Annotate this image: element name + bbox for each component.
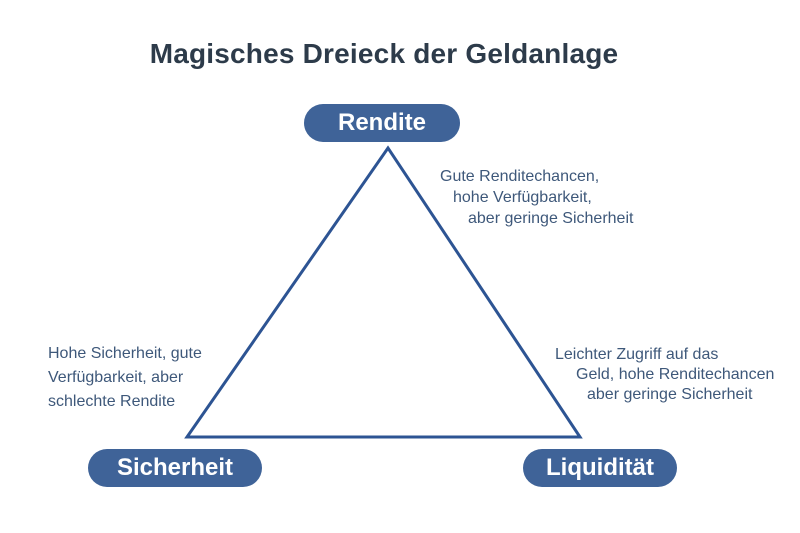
annotation-line: aber geringe Sicherheit (468, 210, 634, 227)
annotation-line: Geld, hohe Renditechancen (576, 366, 775, 383)
annotation-line: Leichter Zugriff auf das (555, 346, 719, 363)
node-sicherheit-label: Sicherheit (116, 454, 234, 481)
triangle-outline (184, 145, 583, 439)
node-rendite: Rendite (304, 104, 460, 142)
node-liquiditaet: Liquidität (523, 449, 677, 487)
annotation-line: Hohe Sicherheit, gute (48, 345, 202, 362)
annotation-sicherheit-rendite-edge: Hohe Sicherheit, gute Verfügbarkeit, abe… (48, 342, 202, 414)
annotation-line: Gute Renditechancen, (440, 168, 600, 185)
annotation-line: aber geringe Sicherheit (587, 386, 753, 403)
page-title: Magisches Dreieck der Geldanlage (149, 38, 619, 69)
annotation-rendite-liquiditaet-edge: Gute Renditechancen, hohe Verfügbarkeit,… (440, 166, 633, 229)
annotation-line: Verfügbarkeit, aber (48, 369, 184, 386)
node-liquiditaet-label: Liquidität (546, 454, 654, 481)
annotation-liquiditaet-sicherheit-edge: Leichter Zugriff auf das Geld, hohe Rend… (555, 345, 774, 405)
annotation-line: hohe Verfügbarkeit, (453, 189, 592, 206)
node-rendite-label: Rendite (337, 109, 426, 136)
annotation-line: schlechte Rendite (48, 393, 176, 410)
node-sicherheit: Sicherheit (88, 449, 262, 487)
